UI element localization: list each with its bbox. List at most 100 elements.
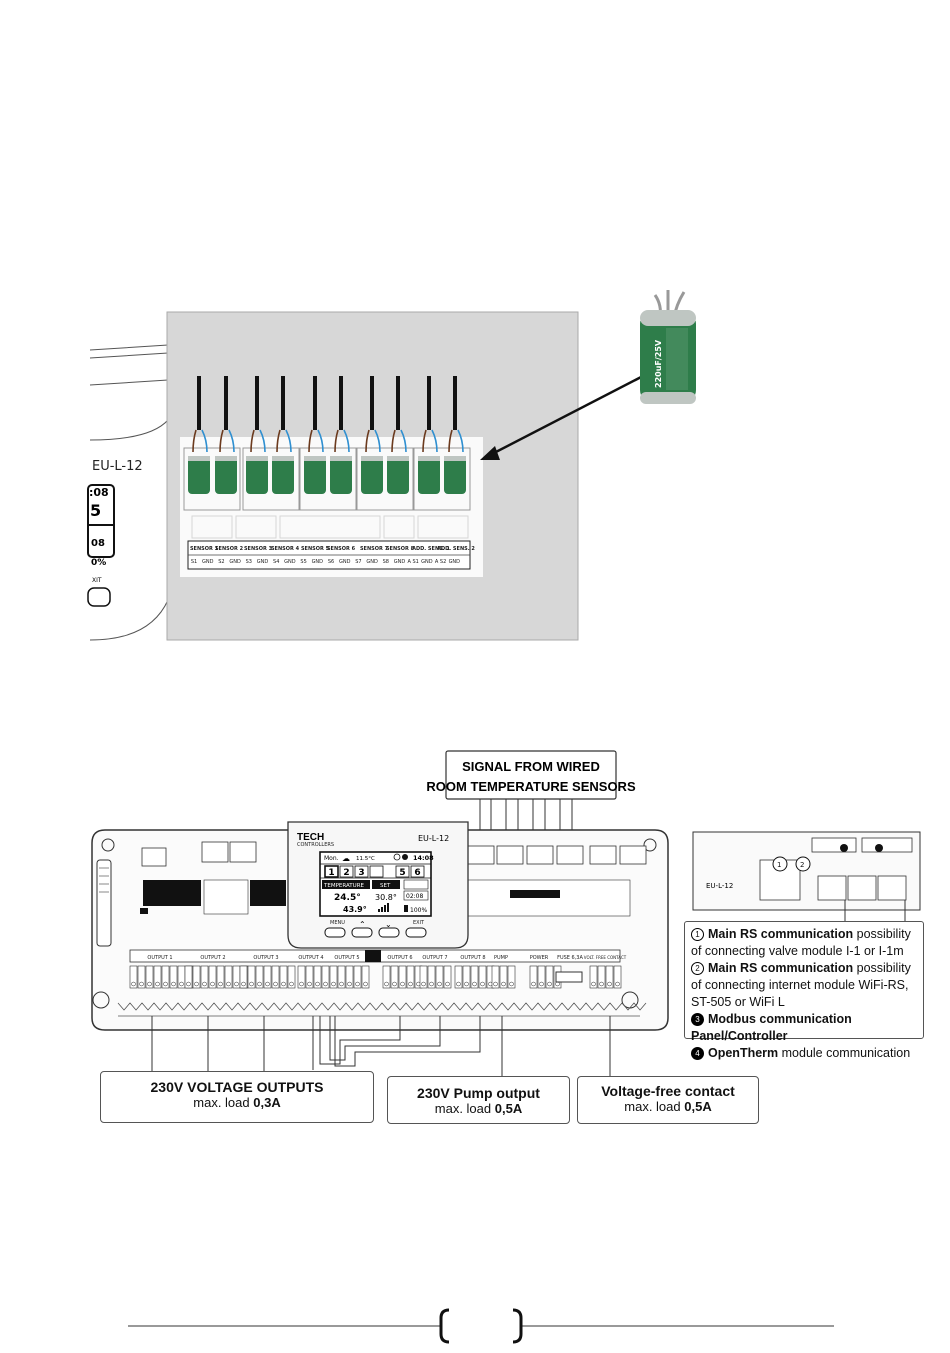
flame-icon [402, 854, 408, 860]
pump-load-value: 0,5A [494, 1101, 523, 1116]
terminal-label: S2 [218, 559, 224, 565]
contact-load-value: 0,5A [684, 1099, 712, 1114]
signal-callout-line-2: ROOM TEMPERATURE SENSORS [426, 779, 636, 794]
sensor-label: SENSOR 5 [301, 546, 330, 552]
screen-set-time: 02:08 [406, 893, 423, 900]
output-terminal [435, 965, 444, 989]
output-terminal [462, 965, 471, 989]
capacitor-block [330, 456, 352, 494]
signal-icon [378, 903, 389, 912]
panel-device-name: EU-L-12 [418, 834, 449, 843]
screen-outside-temp: 11.5°C [356, 856, 375, 862]
sensor-wire-pair [387, 376, 409, 494]
exit-button[interactable] [405, 927, 427, 938]
screen-fragment-battery: 0% [91, 558, 106, 568]
terminal-label: GND [366, 559, 378, 565]
zone-tab [324, 865, 339, 878]
output-terminal [329, 965, 338, 989]
output-terminal [129, 965, 138, 989]
output-terminal [184, 965, 193, 989]
output-terminal [208, 965, 217, 989]
output-terminal [169, 965, 178, 989]
screen-humidity: 43.9° [343, 905, 367, 914]
zone-number: 1 [328, 868, 334, 878]
sensor-label: SENSOR 1 [190, 546, 219, 552]
screen-fragment-time: :08 [89, 486, 109, 499]
sensor-label: SENSOR 8 [386, 546, 415, 552]
terminal-label: GND [257, 559, 269, 565]
terminal-label: S8 [383, 559, 389, 565]
sensor-label: SENSOR 2 [215, 546, 244, 552]
output-label: FUSE 6,3A [557, 955, 583, 961]
capacitor-block [272, 456, 294, 494]
capacitor-block [215, 456, 237, 494]
terminal-label: GND [202, 559, 214, 565]
sensor-label: SENSOR 4 [271, 546, 300, 552]
output-label: OUTPUT 3 [253, 955, 278, 961]
output-label: POWER [530, 955, 549, 961]
terminal-label: S4 [273, 559, 279, 565]
exit-fragment: XIT [92, 577, 102, 584]
terminal-label: GND [312, 559, 324, 565]
zone-number: 3 [358, 868, 364, 878]
capacitor-block [444, 456, 466, 494]
terminal-label: S3 [246, 559, 252, 565]
sensor-wire-pair [246, 376, 268, 494]
output-terminal [313, 965, 322, 989]
capacitor-block [246, 456, 268, 494]
sensor-label: ADD. SENS. 2 [437, 546, 475, 552]
menu-button[interactable] [324, 927, 346, 938]
capacitor-block [304, 456, 326, 494]
zone-tab [369, 865, 384, 878]
output-terminal [192, 965, 201, 989]
page-footer [128, 1308, 834, 1344]
output-label: OUTPUT 6 [387, 955, 412, 961]
terminal-label: S5 [300, 559, 306, 565]
bottom-rail [117, 1002, 647, 1011]
capacitor-label: 220uF/25V [654, 339, 663, 388]
output-terminal [361, 965, 370, 989]
output-terminal [271, 965, 280, 989]
contact-title: Voltage-free contact [601, 1083, 735, 1099]
svg-text:1: 1 [777, 861, 781, 869]
terminal-label: S6 [328, 559, 334, 565]
output-terminal [153, 965, 162, 989]
output-terminal [200, 965, 209, 989]
sensor-wire-pair [215, 376, 237, 494]
terminal-label: S1 [191, 559, 197, 565]
terminal-label: GND [394, 559, 406, 565]
down-arrow-icon: ⌄ [385, 920, 392, 929]
up-button[interactable] [351, 927, 373, 938]
screen-temp-value: 24.5° [334, 893, 361, 903]
terminal-label: GND [339, 559, 351, 565]
output-label: OUTPUT 8 [460, 955, 485, 961]
sensor-label: SENSOR 7 [360, 546, 389, 552]
clock-icon [393, 853, 401, 861]
output-terminal [382, 965, 391, 989]
bottom-controller-diagram: SIGNAL FROM WIRED ROOM TEMPERATURE SENSO… [91, 750, 921, 1076]
pump-output-callout: 230V Pump output max. load 0,5A [387, 1076, 570, 1124]
output-terminal [470, 965, 479, 989]
up-arrow-icon: ⌃ [359, 920, 366, 929]
screen-set-label: SET [380, 883, 391, 889]
screen-fragment-value: 08 [91, 538, 105, 549]
menu-label: MENU [330, 920, 345, 926]
screen-time: 14:08 [413, 854, 434, 862]
output-terminal [499, 965, 508, 989]
output-terminal [406, 965, 415, 989]
output-terminal [177, 965, 186, 989]
pump-output-title: 230V Pump output [417, 1085, 540, 1101]
output-terminal [239, 965, 248, 989]
voltage-outputs-title: 230V VOLTAGE OUTPUTS [150, 1079, 324, 1095]
voltage-load-value: 0,3A [253, 1095, 281, 1110]
down-button[interactable] [378, 927, 400, 938]
output-terminal [321, 965, 330, 989]
output-terminal [345, 965, 354, 989]
output-label: OUTPUT 7 [422, 955, 447, 961]
pump-load-label: max. load [434, 1101, 492, 1116]
zone-tab [354, 865, 369, 878]
